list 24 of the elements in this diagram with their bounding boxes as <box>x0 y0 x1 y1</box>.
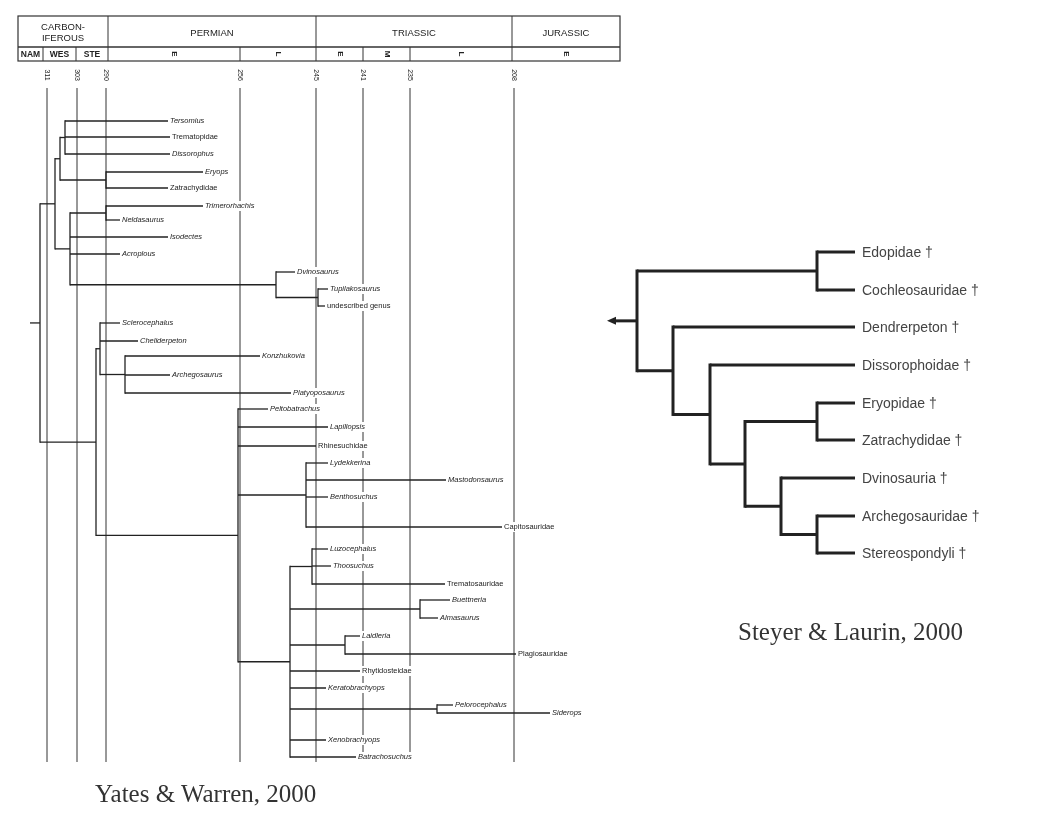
period-label: JURASSIC <box>541 25 591 40</box>
taxon-label: Dvinosauria † <box>862 469 948 487</box>
epoch-label: E <box>561 50 571 59</box>
epoch-label: L <box>456 50 466 59</box>
citation-caption: Steyer & Laurin, 2000 <box>738 618 963 646</box>
epoch-label: M <box>381 49 392 59</box>
period-label: CARBON- IFEROUS <box>40 20 86 45</box>
taxon-label: Archegosauridae † <box>862 507 980 525</box>
citation-caption: Yates & Warren, 2000 <box>95 780 317 808</box>
taxon-label: Edopidae † <box>862 243 933 261</box>
taxon-label: Eryopidae † <box>862 394 937 412</box>
epoch-label: L <box>273 50 283 59</box>
stage-label: STE <box>82 48 102 60</box>
taxon-label: Stereospondyli † <box>862 544 967 562</box>
period-label: TRIASSIC <box>391 25 437 40</box>
taxon-label: Cochleosauridae † <box>862 281 979 299</box>
epoch-label: E <box>169 50 179 59</box>
stage-label: WES <box>48 48 71 60</box>
stage-label: NAM <box>19 48 42 60</box>
epoch-label: E <box>334 50 345 59</box>
taxon-label: Dissorophoidae † <box>862 356 971 374</box>
taxon-label: Dendrerpeton † <box>862 318 960 336</box>
taxon-label: Zatrachydidae † <box>862 431 963 449</box>
period-label: PERMIAN <box>189 25 235 40</box>
